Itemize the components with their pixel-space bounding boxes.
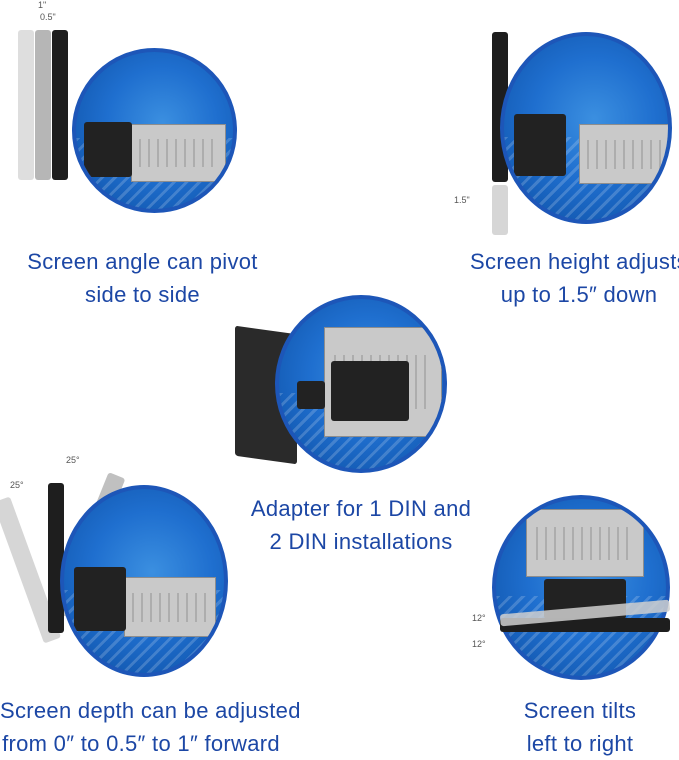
caption-height-line2: up to 1.5″ down xyxy=(500,282,658,307)
screen-ghost-far xyxy=(18,30,34,180)
angle-label-left: 25° xyxy=(10,480,24,490)
caption-tilt-line2: left to right xyxy=(526,731,634,756)
screen-ghost-lowered xyxy=(492,185,508,235)
panel-tilt: 12° 12° xyxy=(470,495,679,685)
mount-arm xyxy=(514,114,566,176)
mount-arm xyxy=(74,567,126,631)
illustration-circle-adapter xyxy=(275,295,447,473)
illustration-circle-depth xyxy=(72,48,237,213)
caption-pivot-line2: side to side xyxy=(85,282,200,307)
caption-depth-line1: Screen depth can be adjusted xyxy=(0,698,301,723)
caption-depth: Screen depth can be adjusted from 0″ to … xyxy=(0,694,301,760)
dim-label-05in: 0.5" xyxy=(40,12,56,22)
tilt-label-up: 12° xyxy=(472,613,486,623)
tilt-label-down: 12° xyxy=(472,639,486,649)
screen-front xyxy=(52,30,68,180)
caption-adapter-line1: Adapter for 1 DIN and xyxy=(250,496,472,521)
dim-label-1in: 1" xyxy=(38,0,47,10)
din-bracket xyxy=(579,124,668,184)
panel-adapter xyxy=(225,290,455,480)
dim-label-15in: 1.5" xyxy=(454,195,470,205)
caption-tilt-line1: Screen tilts xyxy=(523,698,637,723)
adapter-block xyxy=(331,361,409,421)
angle-label-right: 25° xyxy=(66,455,80,465)
caption-tilt: Screen tilts left to right xyxy=(480,694,679,760)
panel-height: 1.5" xyxy=(440,0,679,240)
illustration-circle-pivot xyxy=(60,485,228,677)
din-bracket xyxy=(124,577,216,637)
caption-height: Screen height adjusts up to 1.5″ down xyxy=(468,245,679,311)
caption-adapter-line2: 2 DIN installations xyxy=(269,529,453,554)
caption-pivot: Screen angle can pivot side to side xyxy=(20,245,265,311)
screen-ghost-mid xyxy=(35,30,51,180)
panel-depth-top: 1" 0.5" xyxy=(0,0,240,230)
caption-adapter: Adapter for 1 DIN and 2 DIN installation… xyxy=(240,492,482,558)
panel-pivot: 25° 25° xyxy=(0,445,240,685)
din-bracket xyxy=(526,509,644,577)
caption-pivot-line1: Screen angle can pivot xyxy=(27,249,258,274)
mount-arm xyxy=(84,122,132,177)
din-bracket xyxy=(131,124,226,182)
caption-depth-line2: from 0″ to 0.5″ to 1″ forward xyxy=(2,731,280,756)
illustration-circle-height xyxy=(500,32,672,224)
caption-height-line1: Screen height adjusts xyxy=(470,249,679,274)
illustration-circle-tilt xyxy=(492,495,670,680)
mount-knob xyxy=(297,381,325,409)
